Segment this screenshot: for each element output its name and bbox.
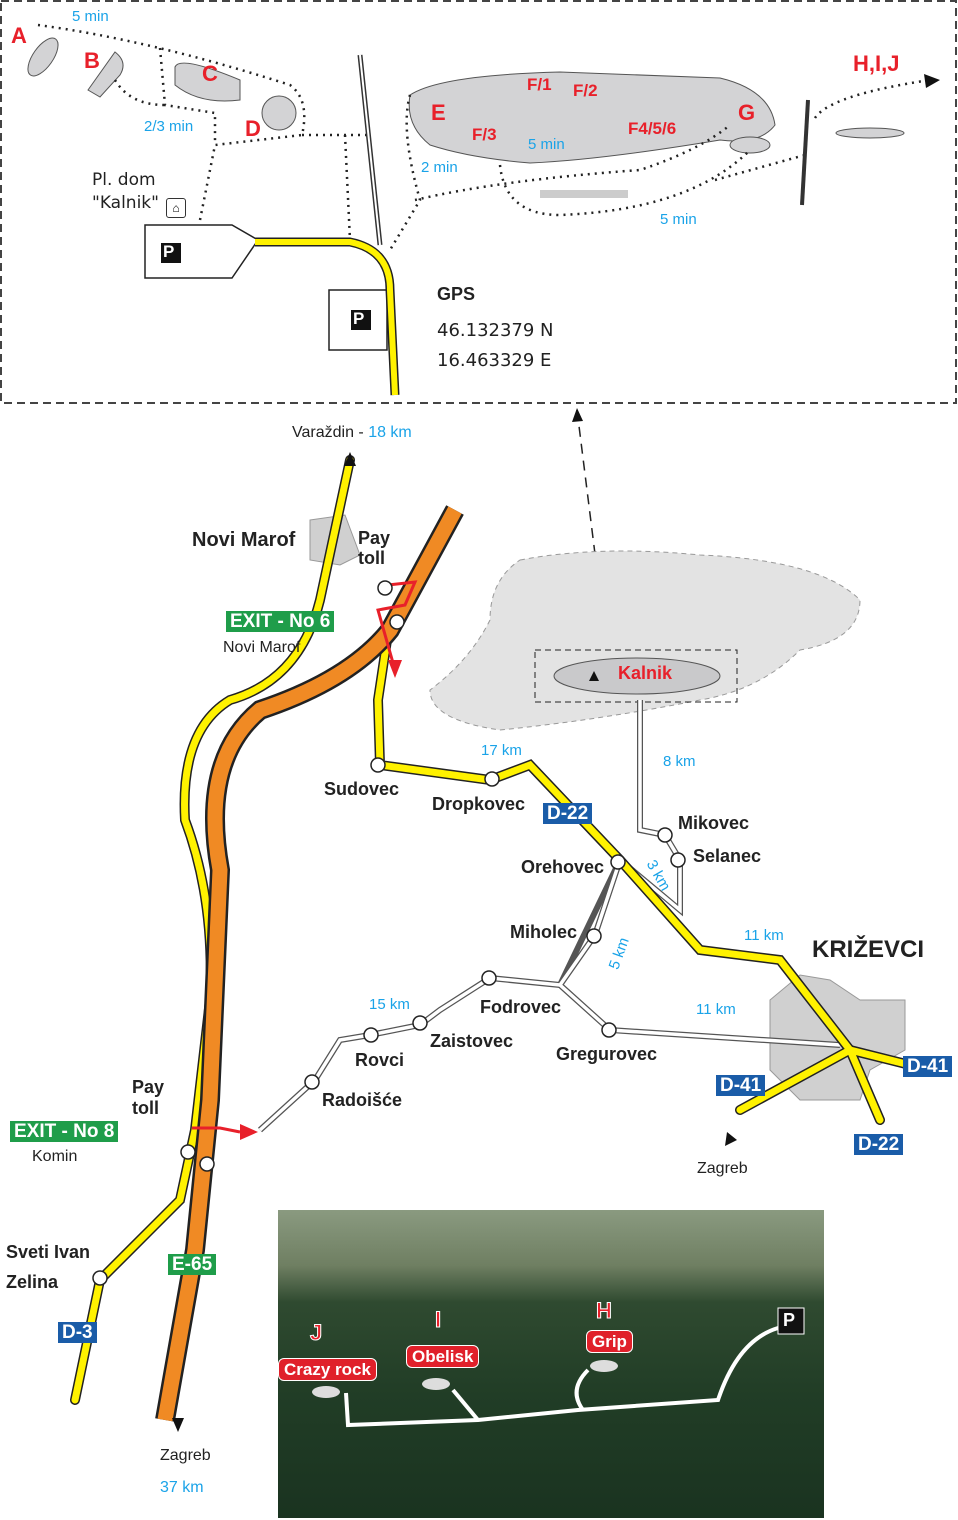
kalnik-label: Kalnik — [618, 663, 673, 683]
rock-hij — [835, 127, 905, 139]
place-orehovec: Orehovec — [521, 857, 605, 877]
gps-lon: 16.463329 E — [437, 350, 552, 371]
place-gregurovec: Gregurovec — [556, 1044, 658, 1064]
zagreb-dist: 37 km — [160, 1479, 204, 1496]
exit-8-badge: EXIT - No 8 — [10, 1121, 119, 1142]
photo-obelisk: Obelisk — [406, 1345, 480, 1368]
parking-1 — [144, 224, 260, 279]
road-d41-b: D-41 — [716, 1075, 766, 1096]
dist-11km-b: 11 km — [696, 1001, 736, 1018]
time-to-d: 2/3 min — [144, 118, 194, 135]
rock-b — [87, 51, 124, 98]
hut-bar — [540, 190, 628, 198]
mountain-hut-icon: ⌂ — [166, 198, 186, 218]
exit-6-sub: Novi Marof — [223, 639, 301, 656]
time-to-f: 5 min — [528, 136, 565, 153]
photo-crazy-rock: Crazy rock — [278, 1358, 377, 1381]
sector-d: D — [245, 116, 261, 141]
sector-f3: F/3 — [472, 125, 497, 144]
road-d41-a: D-41 — [903, 1056, 953, 1077]
rock-massif-efg — [408, 71, 776, 164]
rock-c — [174, 62, 241, 102]
exit-6-badge: EXIT - No 6 — [226, 611, 335, 632]
place-sudovec: Sudovec — [324, 779, 400, 799]
pay-toll-1b: toll — [358, 548, 385, 568]
sector-e: E — [431, 100, 446, 125]
place-fodrovec: Fodrovec — [480, 997, 562, 1017]
road-d22-a: D-22 — [543, 803, 593, 824]
sector-c: C — [202, 61, 218, 86]
detail-frame — [0, 0, 957, 404]
photo-sector-j: J — [309, 1320, 323, 1345]
zagreb-east-label: Zagreb — [697, 1160, 748, 1177]
dist-15km: 15 km — [369, 996, 410, 1013]
hut-label-2: "Kalnik" — [92, 193, 159, 213]
rock-a — [27, 37, 59, 77]
parking-label-1: P — [163, 242, 175, 261]
sector-b: B — [84, 48, 100, 73]
sector-g: G — [738, 100, 756, 125]
place-krizevci: KRIŽEVCI — [812, 936, 925, 963]
pay-toll-2b: toll — [132, 1098, 159, 1118]
gps-title: GPS — [437, 284, 476, 304]
varazdin-dist: 18 km — [368, 424, 412, 441]
photo-grip: Grip — [586, 1330, 633, 1353]
dist-17km: 17 km — [481, 742, 522, 759]
place-sveti-ivan-1: Sveti Ivan — [6, 1242, 91, 1262]
sector-f456: F4/5/6 — [628, 119, 677, 138]
hut-label-1: Pl. dom — [92, 170, 156, 190]
time-to-a: 5 min — [72, 8, 109, 25]
dist-11km-a: 11 km — [744, 927, 784, 944]
gps-lat: 46.132379 N — [437, 320, 554, 341]
zagreb-south-label: Zagreb — [160, 1447, 211, 1464]
exit-8-sub: Komin — [32, 1148, 78, 1165]
place-radoisce: Radoišće — [322, 1090, 403, 1110]
place-zaistovec: Zaistovec — [430, 1031, 514, 1051]
photo-sector-i: I — [434, 1307, 442, 1332]
road-d3: D-3 — [58, 1322, 97, 1343]
place-dropkovec: Dropkovec — [432, 794, 526, 814]
place-sveti-ivan-2: Zelina — [6, 1272, 59, 1292]
varazdin-name: Varaždin - — [292, 424, 369, 441]
rock-g-small — [729, 136, 771, 154]
varazdin-label: Varaždin - 18 km — [292, 425, 412, 441]
road-e65: E-65 — [168, 1254, 217, 1275]
place-mikovec: Mikovec — [678, 813, 750, 833]
place-selanec: Selanec — [693, 846, 762, 866]
sector-f2: F/2 — [573, 81, 598, 100]
parking-label-2: P — [353, 309, 365, 328]
pay-toll-1a: Pay — [358, 528, 391, 548]
photo-sector-h: H — [596, 1298, 613, 1323]
photo-parking: P — [783, 1310, 796, 1330]
place-rovci: Rovci — [355, 1050, 405, 1070]
novi-marof-label: Novi Marof — [192, 529, 296, 551]
time-to-e: 2 min — [421, 159, 458, 176]
time-to-g: 5 min — [660, 211, 697, 228]
sector-f1: F/1 — [527, 75, 552, 94]
motorway-e65 — [157, 506, 462, 1422]
rock-d — [261, 95, 297, 131]
pay-toll-2a: Pay — [132, 1077, 165, 1097]
road-d22-b: D-22 — [854, 1134, 904, 1155]
sector-hij: H,I,J — [853, 51, 900, 76]
dist-8km: 8 km — [663, 753, 696, 770]
place-miholec: Miholec — [510, 922, 578, 942]
sector-a: A — [11, 23, 27, 48]
